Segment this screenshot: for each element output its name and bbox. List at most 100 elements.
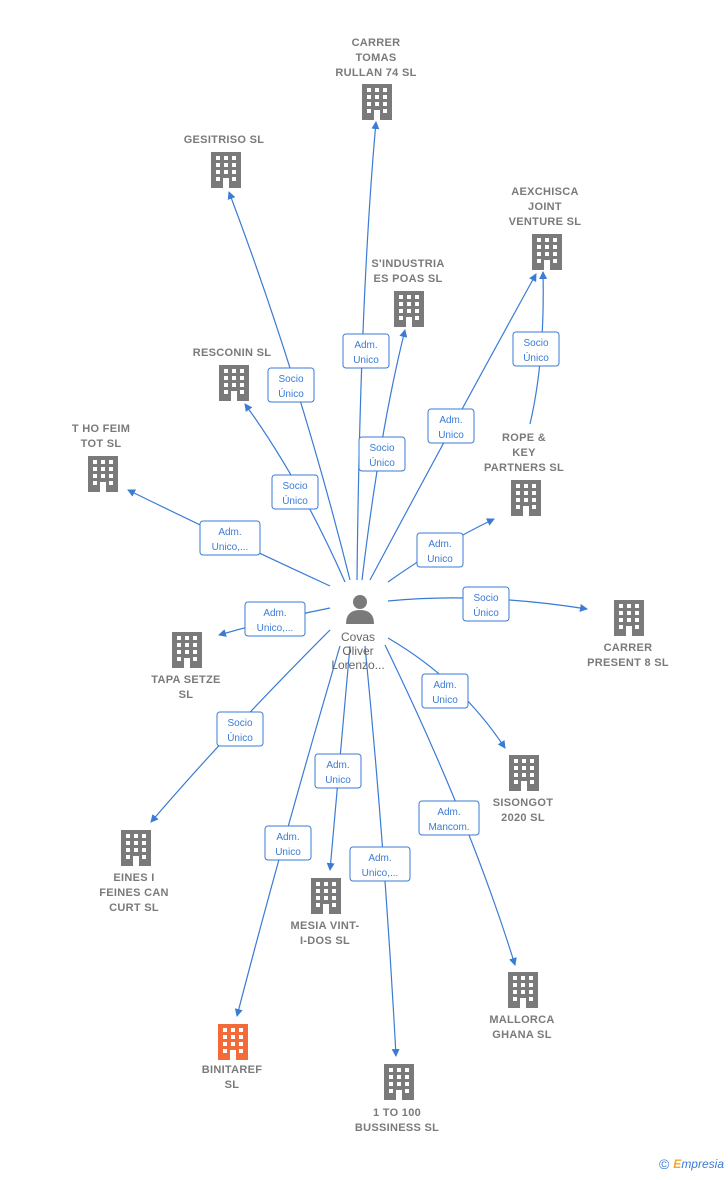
edge-label-tapa[interactable]: Adm. Unico,... <box>244 601 306 637</box>
edge-label-sisongot[interactable]: Adm.Unico <box>421 673 469 709</box>
building-icon <box>121 830 151 866</box>
center-label: Lorenzo... <box>331 658 384 672</box>
node-label: JOINT <box>528 201 562 213</box>
edge-label-carrer-tomas[interactable]: Adm.Unico <box>342 333 390 369</box>
edge-label-mallorca[interactable]: Adm. Mancom. <box>418 800 480 836</box>
node-label: ES POAS SL <box>373 273 442 285</box>
node-label: RULLAN 74 SL <box>335 67 416 79</box>
edge-label-thofeim[interactable]: Adm.Unico,... <box>199 520 261 556</box>
edge-label-text: Adm. <box>439 415 462 426</box>
edge-label-box <box>244 601 306 637</box>
building-icon <box>172 632 202 668</box>
brand-rest: mpresia <box>681 1157 724 1171</box>
node-label: MESIA VINT- <box>291 920 360 932</box>
edge-label-text: Único <box>473 606 499 619</box>
edge-label-aexchisca[interactable]: Adm. Unico <box>427 408 475 444</box>
node-sindustria[interactable]: S'INDUSTRIA ES POAS SL <box>371 258 444 327</box>
edge-label-box <box>418 800 480 836</box>
building-icon <box>394 291 424 327</box>
node-resconin[interactable]: RESCONIN SL <box>193 347 271 401</box>
building-icon <box>384 1064 414 1100</box>
building-icon <box>88 456 118 492</box>
edge-label-onetohundred[interactable]: Adm.Unico,... <box>349 846 411 882</box>
edge-label-box <box>314 753 362 789</box>
node-label: VENTURE SL <box>509 216 582 228</box>
edge-label-box <box>267 367 315 403</box>
center-label: Covas <box>341 630 375 644</box>
edge-label-text: Unico <box>438 430 464 441</box>
building-icon <box>311 878 341 914</box>
edge-label-mesia[interactable]: Adm. Unico <box>314 753 362 789</box>
edge-label-text: Adm. <box>326 760 349 771</box>
center-label: Oliver <box>342 644 373 658</box>
edge-label-text: Único <box>278 387 304 400</box>
edge-label-box <box>421 673 469 709</box>
edge-label-box <box>342 333 390 369</box>
edge-label-text: Adm. <box>437 807 460 818</box>
edge-label-text: Unico <box>275 847 301 858</box>
edge-label-text: Unico <box>325 775 351 786</box>
node-mesia[interactable]: MESIA VINT-I-DOS SL <box>291 878 360 947</box>
building-icon <box>211 152 241 188</box>
edge-label-text: Adm. <box>276 832 299 843</box>
edges-layer <box>127 121 588 1057</box>
edge-label-binitaref[interactable]: Adm. Unico <box>264 825 312 861</box>
node-label: CARRER <box>604 642 653 654</box>
node-label: CURT SL <box>109 902 159 914</box>
node-label: BINITAREF <box>202 1064 263 1076</box>
brand-name[interactable]: Empresia <box>673 1157 724 1171</box>
building-icon <box>509 755 539 791</box>
node-carrer-present[interactable]: CARRER PRESENT 8 SL <box>587 600 669 669</box>
edge-label-text: Adm. <box>428 539 451 550</box>
node-gesitriso[interactable]: GESITRISO SL <box>184 134 265 188</box>
edge-label-text: Socio <box>282 481 307 492</box>
node-aexchisca[interactable]: AEXCHISCA JOINT VENTURE SL <box>509 186 582 270</box>
edge-label-rope[interactable]: Adm.Unico <box>416 532 464 568</box>
edge-label-text: Adm. <box>354 340 377 351</box>
edge-labels-layer: Adm.UnicoSocioÚnicoAdm.UnicoSocioÚnicoSo… <box>199 331 560 882</box>
edge-label-box <box>199 520 261 556</box>
edge-label-text: Unico <box>432 695 458 706</box>
node-label: PRESENT 8 SL <box>587 657 669 669</box>
edge-label-box <box>264 825 312 861</box>
building-icon <box>508 972 538 1008</box>
edge-label-text: Socio <box>473 593 498 604</box>
edge-label-text: Adm. <box>263 608 286 619</box>
building-icon <box>362 84 392 120</box>
building-icon <box>218 1024 248 1060</box>
edge-label-box <box>271 474 319 510</box>
edge-label-text: Socio <box>278 374 303 385</box>
node-label: MALLORCA <box>489 1014 554 1026</box>
edge-label-box <box>462 586 510 622</box>
edge-label-text: Unico,... <box>257 623 294 634</box>
node-label: AEXCHISCA <box>511 186 579 198</box>
edge-label-text: Unico,... <box>362 868 399 879</box>
edge-label-text: Único <box>369 456 395 469</box>
node-label: S'INDUSTRIA <box>371 258 444 270</box>
node-label: KEY <box>512 447 536 459</box>
node-label: SISONGOT <box>493 797 553 809</box>
edge-label-text: Unico,... <box>212 542 249 553</box>
edge-label-box <box>358 436 406 472</box>
edge-label-text: Mancom. <box>428 822 469 833</box>
edge-label-box <box>349 846 411 882</box>
center-node[interactable]: CovasOliverLorenzo... <box>331 595 385 672</box>
node-label: EINES I <box>113 872 154 884</box>
